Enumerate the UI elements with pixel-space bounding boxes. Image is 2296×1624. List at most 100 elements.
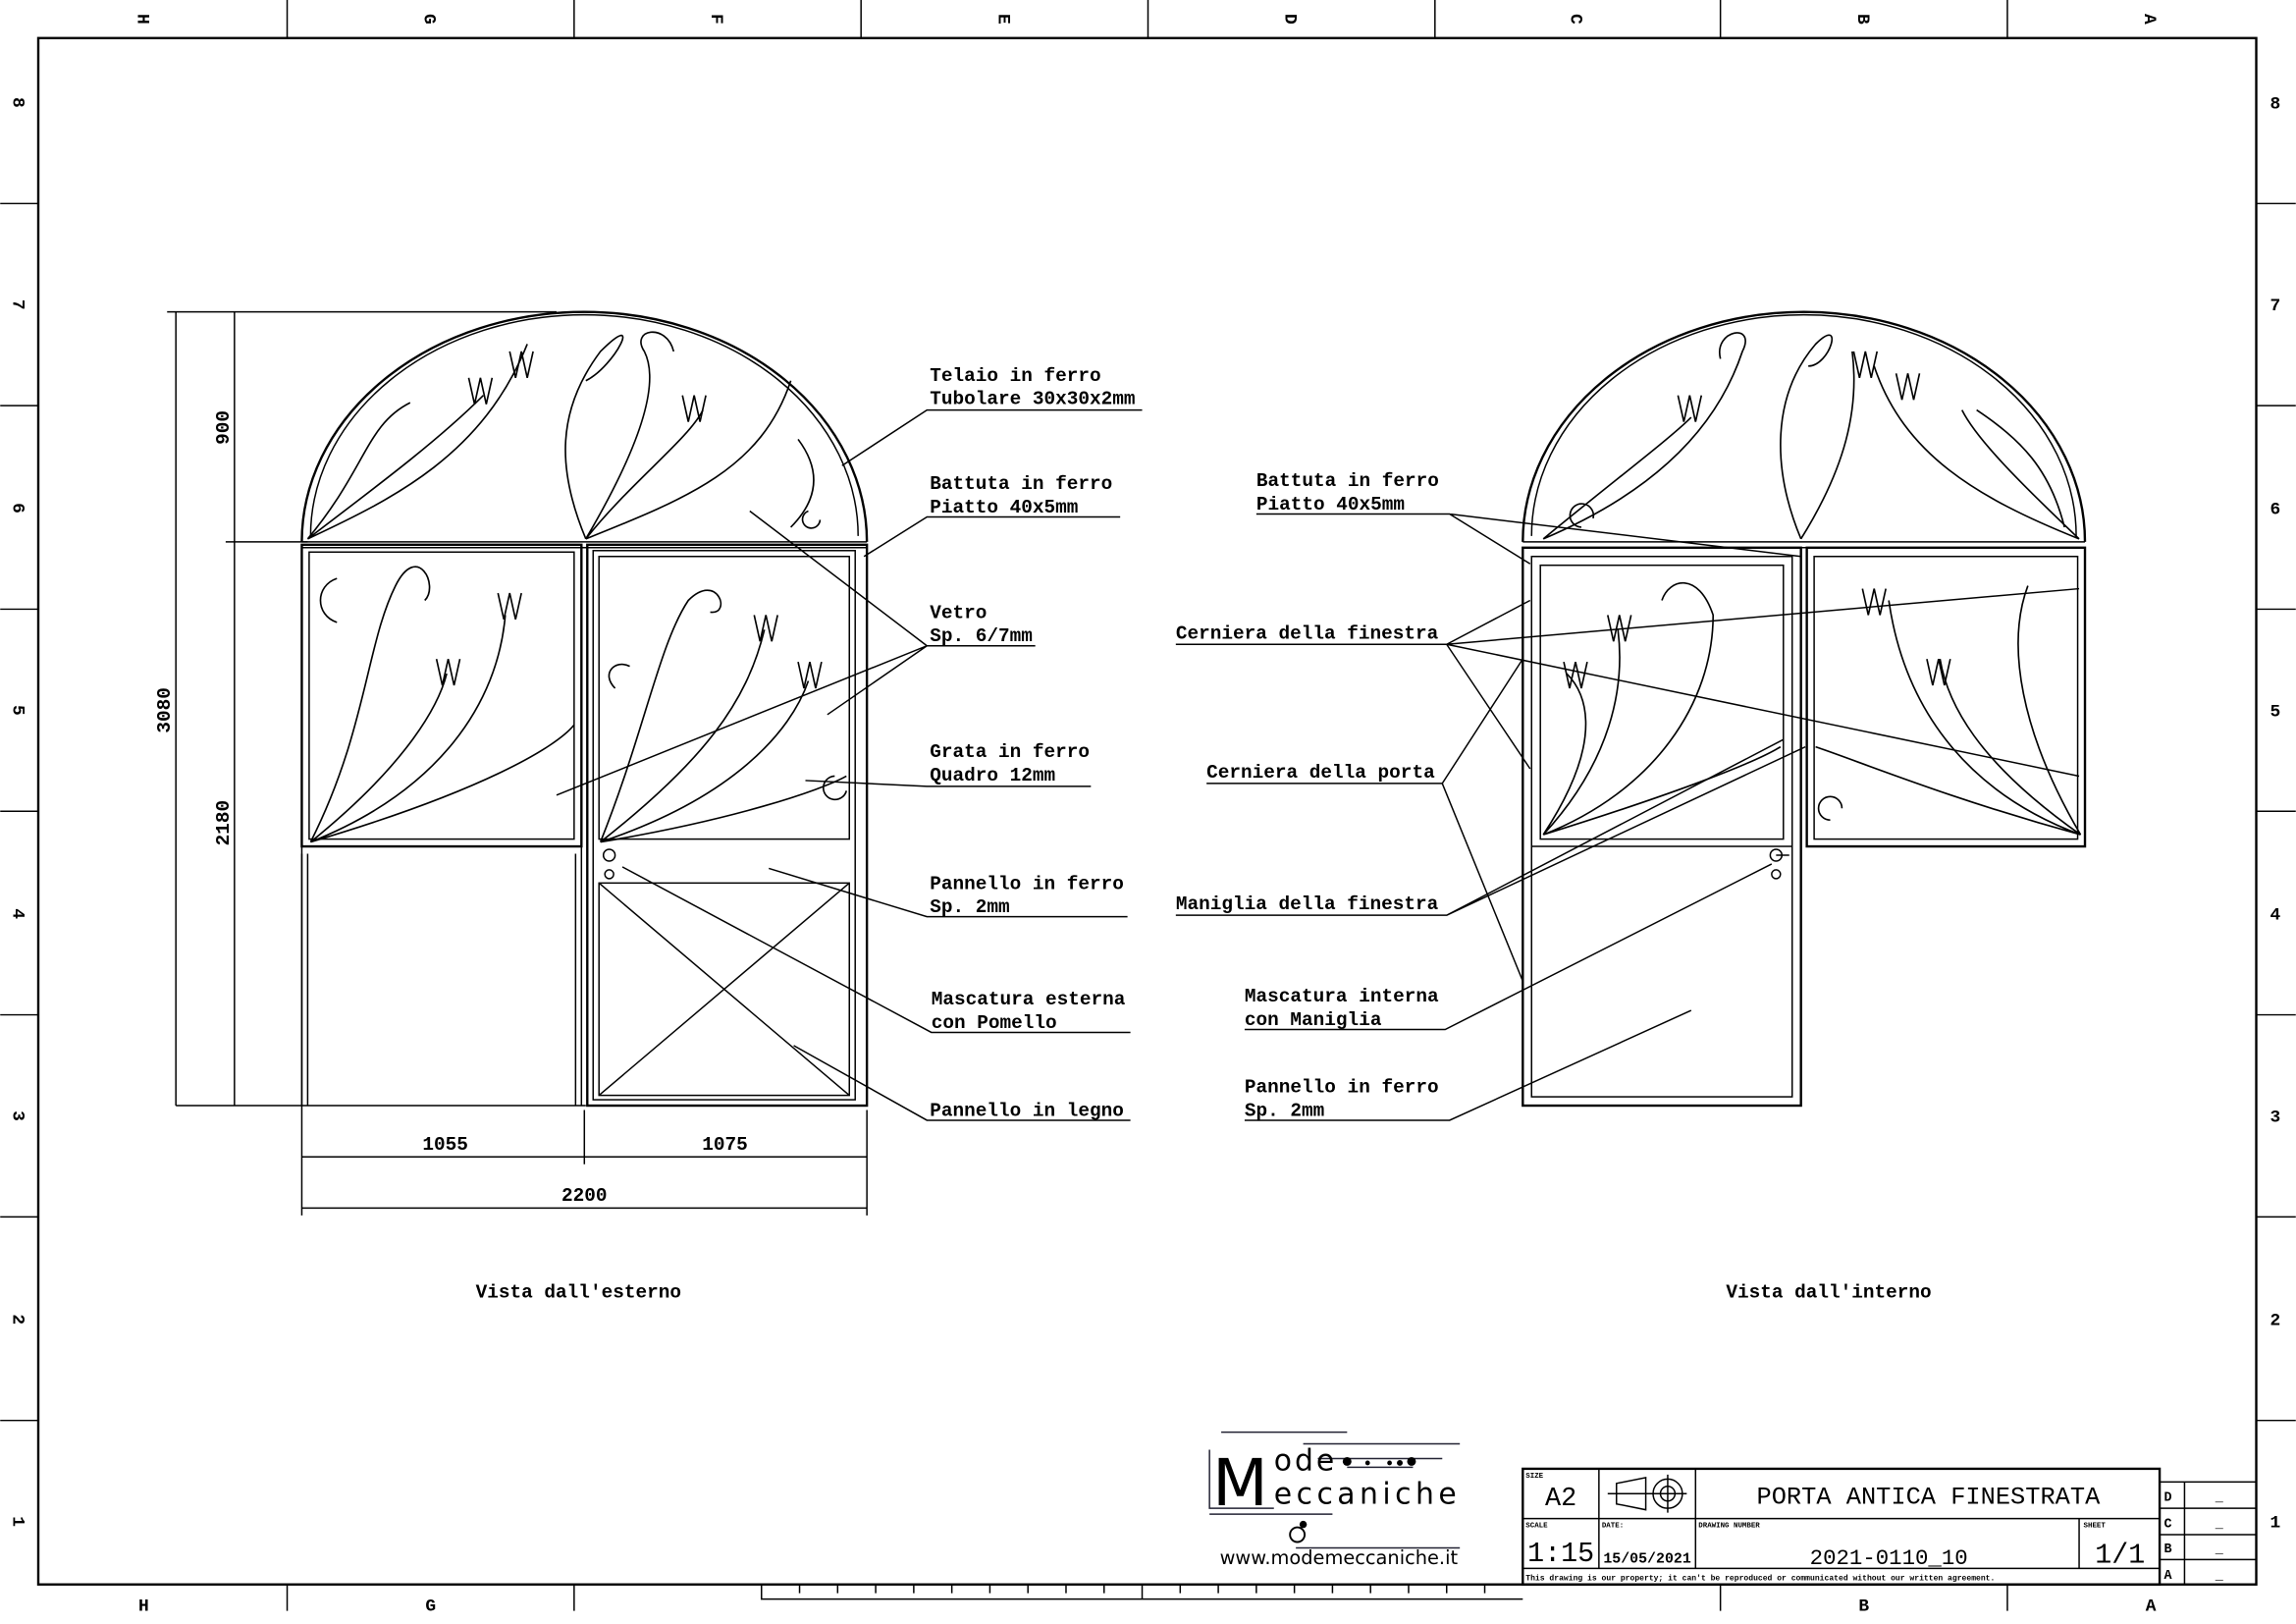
label-pannello-ferro: Pannello in ferro bbox=[930, 873, 1124, 894]
ornamental-grate bbox=[306, 331, 848, 843]
row-labels-left: 8 7 6 5 4 3 2 1 bbox=[8, 97, 27, 1527]
row-label: 6 bbox=[2270, 500, 2281, 519]
dimension-arch-height: 900 bbox=[213, 410, 235, 445]
row-label: 5 bbox=[8, 705, 27, 716]
label-pannello-ferro-spec: Sp. 2mm bbox=[930, 896, 1009, 918]
knob-icon bbox=[602, 848, 616, 862]
interior-view-caption: Vista dall'interno bbox=[1726, 1281, 1931, 1303]
column-label: C bbox=[1566, 14, 1585, 25]
arch-frame bbox=[300, 310, 869, 542]
column-label: G bbox=[425, 1597, 436, 1617]
scale-label: SCALE bbox=[1525, 1523, 1548, 1531]
logo-initial: M bbox=[1212, 1446, 1268, 1521]
column-label: B bbox=[1858, 1597, 1869, 1617]
column-label: G bbox=[419, 14, 439, 25]
row-label: 5 bbox=[2270, 702, 2281, 722]
revision-letter: C bbox=[2164, 1518, 2172, 1533]
drawing-title: PORTA ANTICA FINESTRATA bbox=[1757, 1484, 2102, 1512]
row-label: 2 bbox=[2270, 1312, 2281, 1331]
drawing-number-label: DRAWING NUMBER bbox=[1698, 1523, 1760, 1531]
label-battuta: Battuta in ferro bbox=[1256, 470, 1439, 492]
revision-letter: D bbox=[2164, 1491, 2172, 1506]
disclaimer: This drawing is our property; it can't b… bbox=[1525, 1574, 1995, 1583]
interior-leader-lines bbox=[1175, 513, 2080, 1121]
column-labels-top: H G F E D C B A bbox=[132, 14, 2159, 25]
date-value: 15/05/2021 bbox=[1603, 1551, 1691, 1567]
row-label: 2 bbox=[8, 1314, 27, 1325]
size-label: SIZE bbox=[1525, 1473, 1543, 1481]
row-label: 8 bbox=[2270, 94, 2281, 114]
projection-symbol-icon bbox=[1607, 1474, 1687, 1513]
arch-frame bbox=[1522, 310, 2087, 542]
column-label: H bbox=[138, 1597, 149, 1617]
row-label: 4 bbox=[2270, 906, 2281, 926]
row-label: 6 bbox=[8, 503, 27, 514]
label-grata-spec: Quadro 12mm bbox=[930, 765, 1055, 786]
row-label: 1 bbox=[8, 1516, 27, 1527]
label-vetro-spec: Sp. 6/7mm bbox=[930, 625, 1033, 647]
row-label: 3 bbox=[2270, 1108, 2281, 1127]
revision-value: _ bbox=[2215, 1491, 2224, 1506]
revision-table: D _ C _ B _ A _ bbox=[2164, 1491, 2224, 1584]
label-telaio: Telaio in ferro bbox=[930, 365, 1100, 387]
right-window-frame bbox=[1805, 546, 2087, 848]
logo-top-text: ode bbox=[1274, 1443, 1337, 1478]
label-mascatura-esterna-spec: con Pomello bbox=[932, 1012, 1057, 1034]
column-label: H bbox=[132, 14, 151, 25]
label-maniglia-finestra: Maniglia della finestra bbox=[1176, 893, 1439, 915]
revision-letter: A bbox=[2164, 1569, 2173, 1584]
column-label: E bbox=[992, 14, 1012, 25]
door-frame bbox=[1522, 546, 1802, 1108]
logo-bottom-text: eccaniche bbox=[1274, 1478, 1461, 1512]
dimension-right-width: 1075 bbox=[702, 1134, 748, 1156]
scale-ruler bbox=[761, 1584, 1523, 1600]
left-window-frame bbox=[300, 543, 583, 848]
revision-value: _ bbox=[2215, 1569, 2224, 1584]
revision-value: _ bbox=[2215, 1543, 2224, 1557]
row-labels-right: 8 7 6 5 4 3 2 1 bbox=[2270, 94, 2281, 1533]
ornamental-grate bbox=[1542, 332, 2082, 836]
column-label: D bbox=[1280, 14, 1300, 25]
drawing-number: 2021-0110_10 bbox=[1810, 1545, 1968, 1571]
label-grata: Grata in ferro bbox=[930, 741, 1090, 763]
dimension-total-height: 3080 bbox=[154, 687, 176, 733]
label-cerniera-finestra: Cerniera della finestra bbox=[1176, 623, 1439, 644]
label-battuta-spec: Piatto 40x5mm bbox=[930, 497, 1078, 518]
sheet-label: SHEET bbox=[2084, 1523, 2107, 1531]
row-label: 7 bbox=[2270, 297, 2281, 316]
interior-door-drawing: Battuta in ferro Piatto 40x5mm Cerniera … bbox=[1175, 310, 2087, 1303]
label-cerniera-porta: Cerniera della porta bbox=[1206, 762, 1435, 784]
title-block: SIZE A2 PORTA ANTICA FINESTRATA SCALE 1:… bbox=[1522, 1467, 2258, 1586]
label-pannello-ferro: Pannello in ferro bbox=[1245, 1077, 1439, 1099]
label-vetro: Vetro bbox=[930, 602, 987, 623]
label-mascatura-interna-spec: con Maniglia bbox=[1245, 1009, 1382, 1031]
dimension-total-width: 2200 bbox=[561, 1185, 608, 1207]
sheet-value: 1/1 bbox=[2095, 1539, 2145, 1571]
column-label: B bbox=[1852, 14, 1872, 25]
column-labels-bottom: H G B A bbox=[138, 1597, 2157, 1617]
column-label: F bbox=[706, 14, 725, 25]
dimension-door-height: 2180 bbox=[213, 800, 235, 846]
door-frame bbox=[586, 543, 869, 1108]
revision-letter: B bbox=[2164, 1543, 2172, 1557]
exterior-door-drawing: 3080 900 2180 1055 1075 2200 Vista dall'… bbox=[154, 310, 1143, 1303]
row-label: 8 bbox=[8, 97, 27, 108]
dimension-lines bbox=[167, 310, 868, 1216]
logo-website: www.modemeccaniche.it bbox=[1220, 1546, 1459, 1569]
column-label: A bbox=[2146, 1597, 2157, 1617]
exterior-leader-lines bbox=[556, 408, 1143, 1121]
row-label: 1 bbox=[2270, 1514, 2281, 1534]
row-label: 3 bbox=[8, 1110, 27, 1121]
column-label: A bbox=[2139, 14, 2159, 25]
dimension-left-width: 1055 bbox=[422, 1134, 468, 1156]
label-mascatura-interna: Mascatura interna bbox=[1245, 986, 1439, 1007]
revision-value: _ bbox=[2215, 1518, 2224, 1533]
label-pannello-ferro-spec: Sp. 2mm bbox=[1245, 1100, 1324, 1121]
company-logo: M ode eccaniche www.modemeccaniche.it bbox=[1208, 1431, 1461, 1569]
label-pannello-legno: Pannello in legno bbox=[930, 1100, 1124, 1121]
label-mascatura-esterna: Mascatura esterna bbox=[932, 989, 1126, 1010]
date-label: DATE: bbox=[1602, 1523, 1624, 1531]
sheet-size: A2 bbox=[1545, 1485, 1576, 1514]
